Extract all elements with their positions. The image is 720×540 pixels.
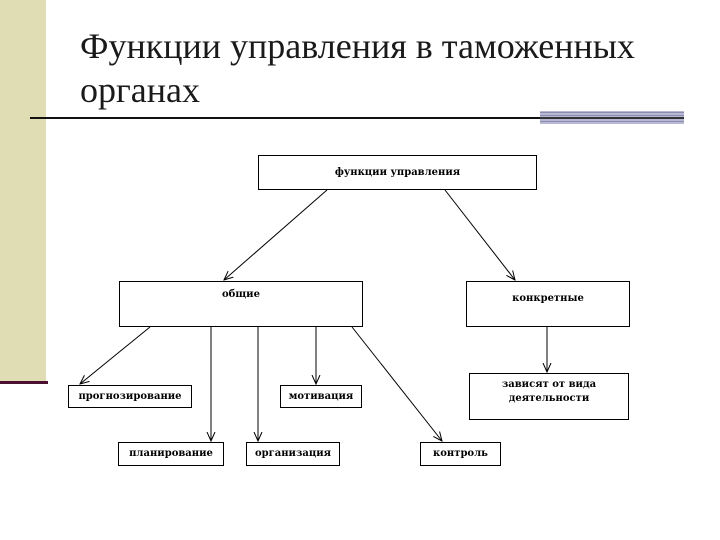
node-planning-label: планирование [129,448,213,459]
node-organization-label: организация [254,448,332,459]
node-control: контроль [420,442,501,466]
node-depends-on-activity-label: зависят от вида деятельности [501,379,597,404]
node-planning: планирование [118,442,224,466]
node-specific: конкретные [466,281,630,327]
arrow-general-to-control [351,326,442,441]
slide-title: Функции управления в таможенных органах [80,26,635,110]
node-control-label: контроль [433,448,488,459]
title-underline [30,117,550,119]
node-general-label: общие [222,289,260,300]
node-management-functions: функции управления [258,155,537,190]
side-decoration-bar [0,0,46,383]
node-forecasting-label: прогнозирование [78,390,182,402]
node-specific-label: конкретные [512,293,584,304]
arrow-general-to-forecasting [80,326,151,384]
node-organization: организация [246,442,340,466]
node-motivation-label: мотивация [288,390,354,402]
node-forecasting: прогнозирование [68,385,192,408]
arrow-root-to-specific [444,189,515,280]
title-accent-line [540,117,684,119]
arrow-root-to-general [224,189,328,280]
side-decoration-line [0,381,48,384]
node-management-functions-label: функции управления [334,166,461,178]
node-depends-on-activity: зависят от вида деятельности [469,373,629,420]
node-general: общие [119,281,363,327]
node-motivation: мотивация [280,385,362,408]
